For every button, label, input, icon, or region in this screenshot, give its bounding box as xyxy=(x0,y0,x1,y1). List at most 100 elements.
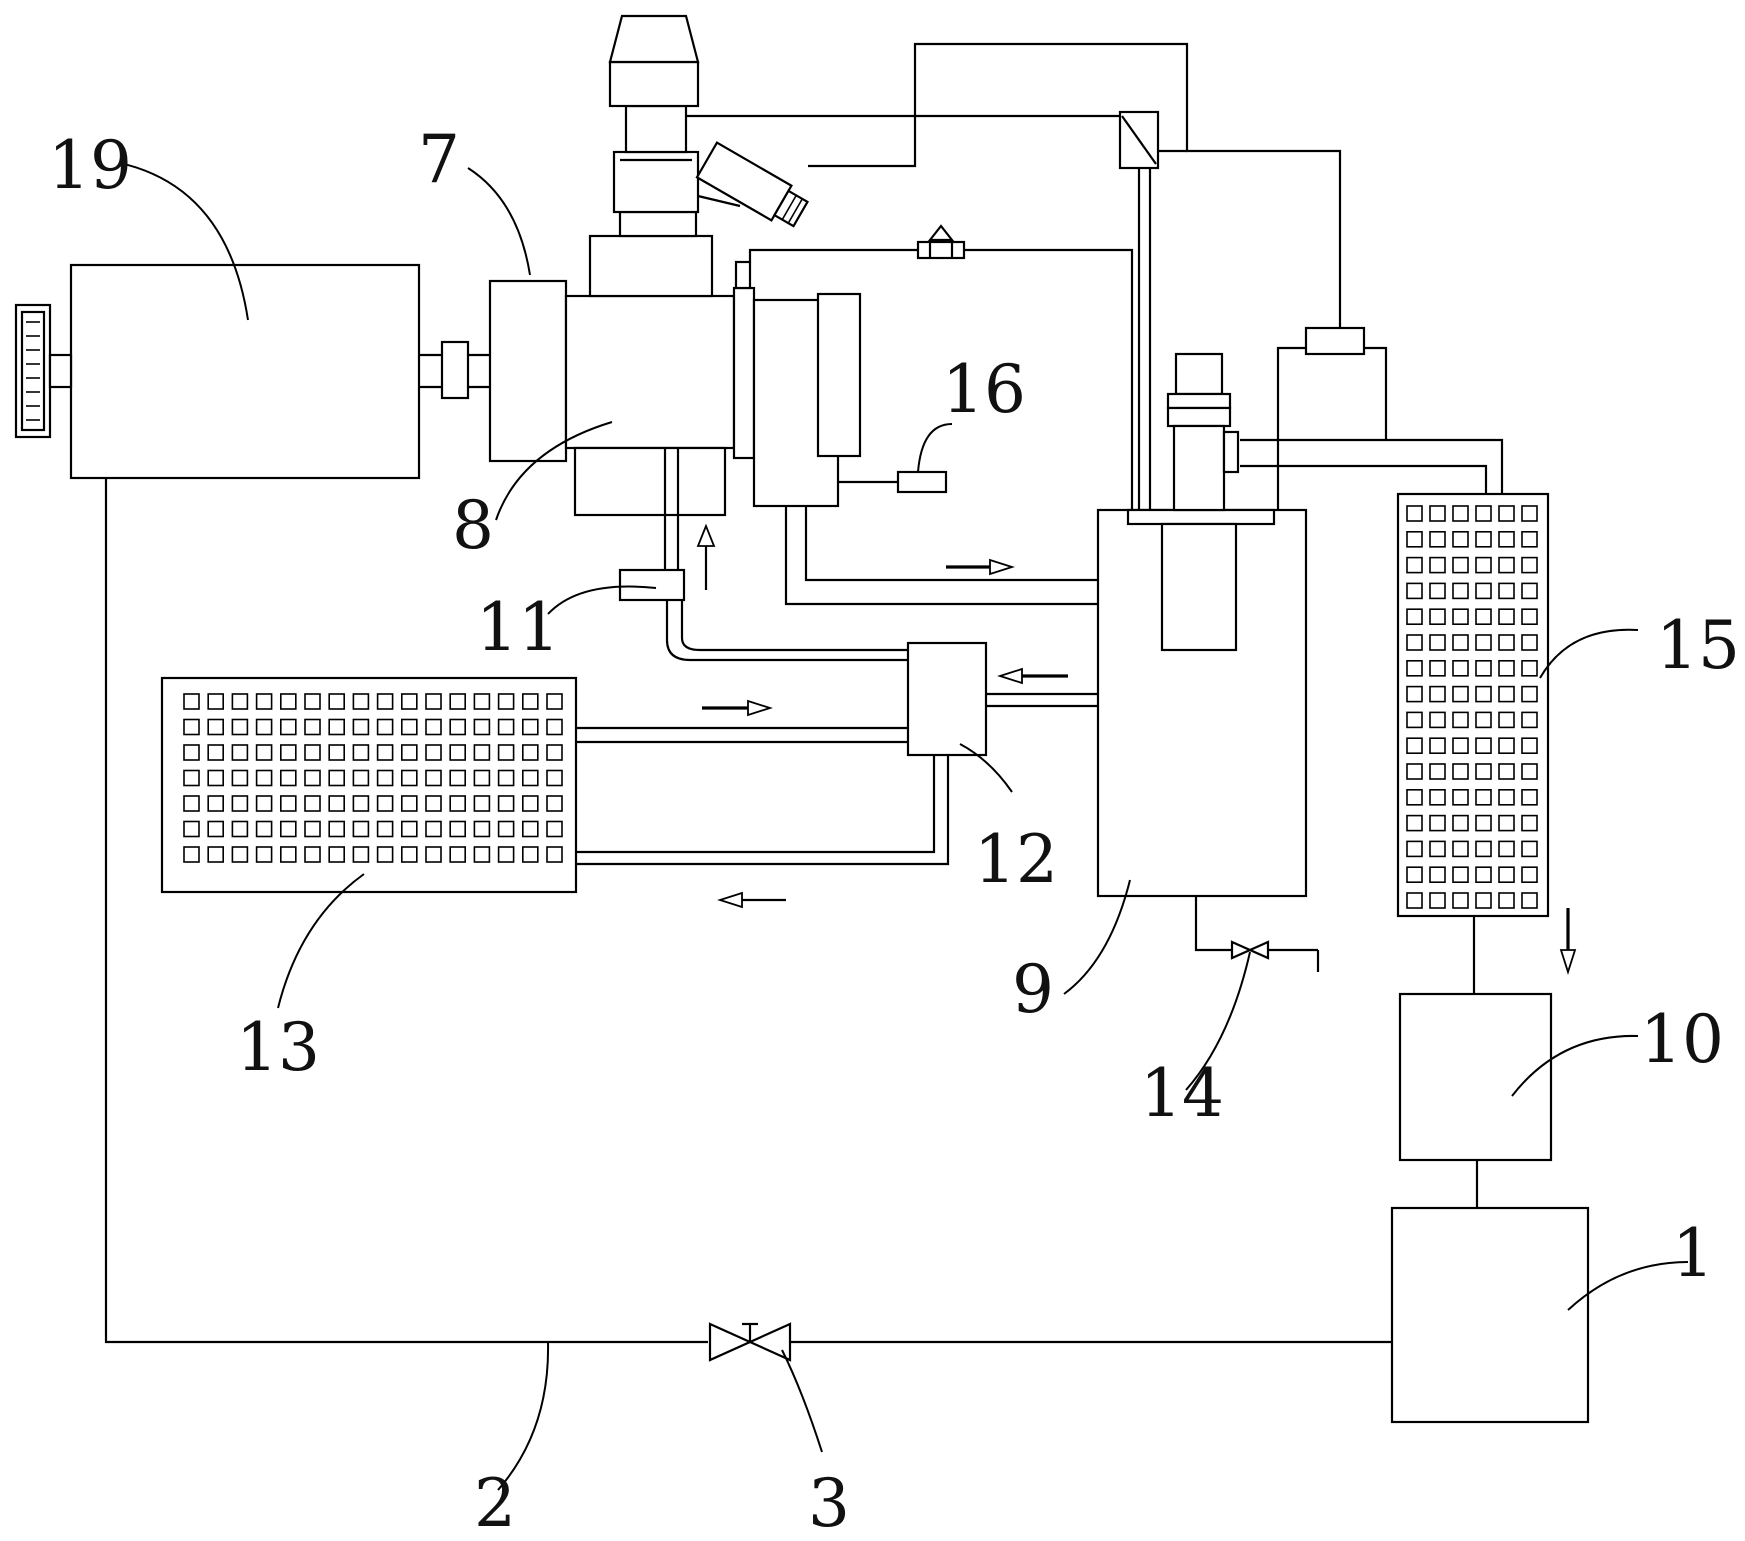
grid-cell xyxy=(497,846,515,863)
grid-cell xyxy=(400,744,418,761)
grid-cell xyxy=(400,769,418,787)
right-reservoir-cap xyxy=(1304,326,1366,356)
grid-cell xyxy=(449,846,467,863)
label-1: 1 xyxy=(1672,1215,1714,1292)
grid-cell xyxy=(1429,763,1446,780)
grid-cell xyxy=(1429,711,1446,729)
label-19: 19 xyxy=(48,127,132,204)
label-13: 13 xyxy=(236,1009,320,1086)
grid-cell xyxy=(1475,556,1492,574)
grid-cell xyxy=(376,744,394,761)
grid-cell xyxy=(1406,634,1423,651)
grid-cell xyxy=(304,795,321,812)
grid-cell xyxy=(1452,711,1469,729)
component-9-top-plate xyxy=(1126,508,1276,526)
grid-cell xyxy=(1475,685,1492,703)
grid-cell xyxy=(473,795,491,812)
grid-cell xyxy=(1521,711,1538,729)
grid-cell xyxy=(1498,556,1515,574)
grid-cell xyxy=(1429,530,1446,548)
grid-cell xyxy=(1452,659,1469,677)
grid-cell xyxy=(521,795,539,812)
pipe-manifold-to-9-b xyxy=(784,506,1098,606)
grid-cell xyxy=(1429,685,1446,703)
component-16-box xyxy=(896,470,948,494)
grid-cell xyxy=(1498,866,1515,884)
grid-cell xyxy=(425,744,442,761)
grid-cell xyxy=(352,769,370,787)
grid-cell xyxy=(304,820,321,838)
grid-cell xyxy=(1498,892,1515,909)
grid-cell xyxy=(1406,608,1423,626)
component-7-box xyxy=(488,279,568,463)
grid-cell xyxy=(473,693,491,710)
grid-cell xyxy=(425,718,442,736)
grid-cell xyxy=(376,718,394,736)
label-15: 15 xyxy=(1656,607,1740,684)
flow-arrow-right-2 xyxy=(702,699,773,717)
grid-cell xyxy=(400,795,418,812)
grid-cell xyxy=(376,846,394,863)
grid-cell xyxy=(521,718,539,736)
grid-cell xyxy=(1429,788,1446,806)
grid-cell xyxy=(1498,788,1515,806)
label-14: 14 xyxy=(1140,1055,1224,1132)
grid-cell xyxy=(1498,530,1515,548)
grid-cell xyxy=(425,846,442,863)
grid-cell xyxy=(1406,840,1423,858)
grid-cell xyxy=(1475,505,1492,522)
grid-cell xyxy=(1521,556,1538,574)
grid-cell xyxy=(1452,608,1469,626)
grid-cell xyxy=(255,846,273,863)
grid-cell xyxy=(1475,788,1492,806)
grid-cell xyxy=(279,846,297,863)
grid-cell xyxy=(449,769,467,787)
grid-cell xyxy=(1475,892,1492,909)
flywheel xyxy=(14,303,73,439)
grid-cell xyxy=(546,820,563,838)
grid-cell xyxy=(231,718,249,736)
grid-cell xyxy=(1475,763,1492,780)
grid-cell xyxy=(279,693,297,710)
grid-cell xyxy=(1475,840,1492,858)
grid-cell xyxy=(1475,814,1492,832)
grid-cell xyxy=(1521,788,1538,806)
grid-cell xyxy=(449,744,467,761)
valve-3 xyxy=(708,1322,792,1362)
pipe-11-to-12-a xyxy=(665,600,908,662)
grid-cell xyxy=(521,744,539,761)
grid-cell xyxy=(1521,763,1538,780)
grid-cell xyxy=(183,820,200,838)
grid-cell xyxy=(328,744,346,761)
grid-cell xyxy=(1521,659,1538,677)
grid-cell xyxy=(352,718,370,736)
grid-cell xyxy=(1452,866,1469,884)
grid-cell xyxy=(1521,685,1538,703)
grid-cell xyxy=(328,769,346,787)
grid-cell xyxy=(255,795,273,812)
component-8-box xyxy=(564,294,736,450)
grid-cell xyxy=(1521,840,1538,858)
grid-cell xyxy=(1429,608,1446,626)
label-10: 10 xyxy=(1640,1001,1724,1078)
grid-cell xyxy=(1498,685,1515,703)
pipe-15-to-9-outer xyxy=(1240,438,1504,494)
grid-cell xyxy=(473,769,491,787)
grid-cell xyxy=(279,795,297,812)
grid-cell xyxy=(425,769,442,787)
grid-cell xyxy=(1521,866,1538,884)
grid-cell xyxy=(546,769,563,787)
flow-arrow-up-11 xyxy=(696,523,716,590)
grid-cell xyxy=(328,718,346,736)
grid-cell xyxy=(376,769,394,787)
label-11: 11 xyxy=(476,589,560,666)
grid-cell xyxy=(231,693,249,710)
label-3: 3 xyxy=(808,1465,850,1541)
grid-cell xyxy=(1452,892,1469,909)
grid-cell xyxy=(1406,582,1423,600)
grid-cell xyxy=(1521,814,1538,832)
label-2: 2 xyxy=(474,1465,516,1541)
grid-cell xyxy=(1452,505,1469,522)
coupling-19-7 xyxy=(419,340,490,400)
grid-cell xyxy=(1429,892,1446,909)
